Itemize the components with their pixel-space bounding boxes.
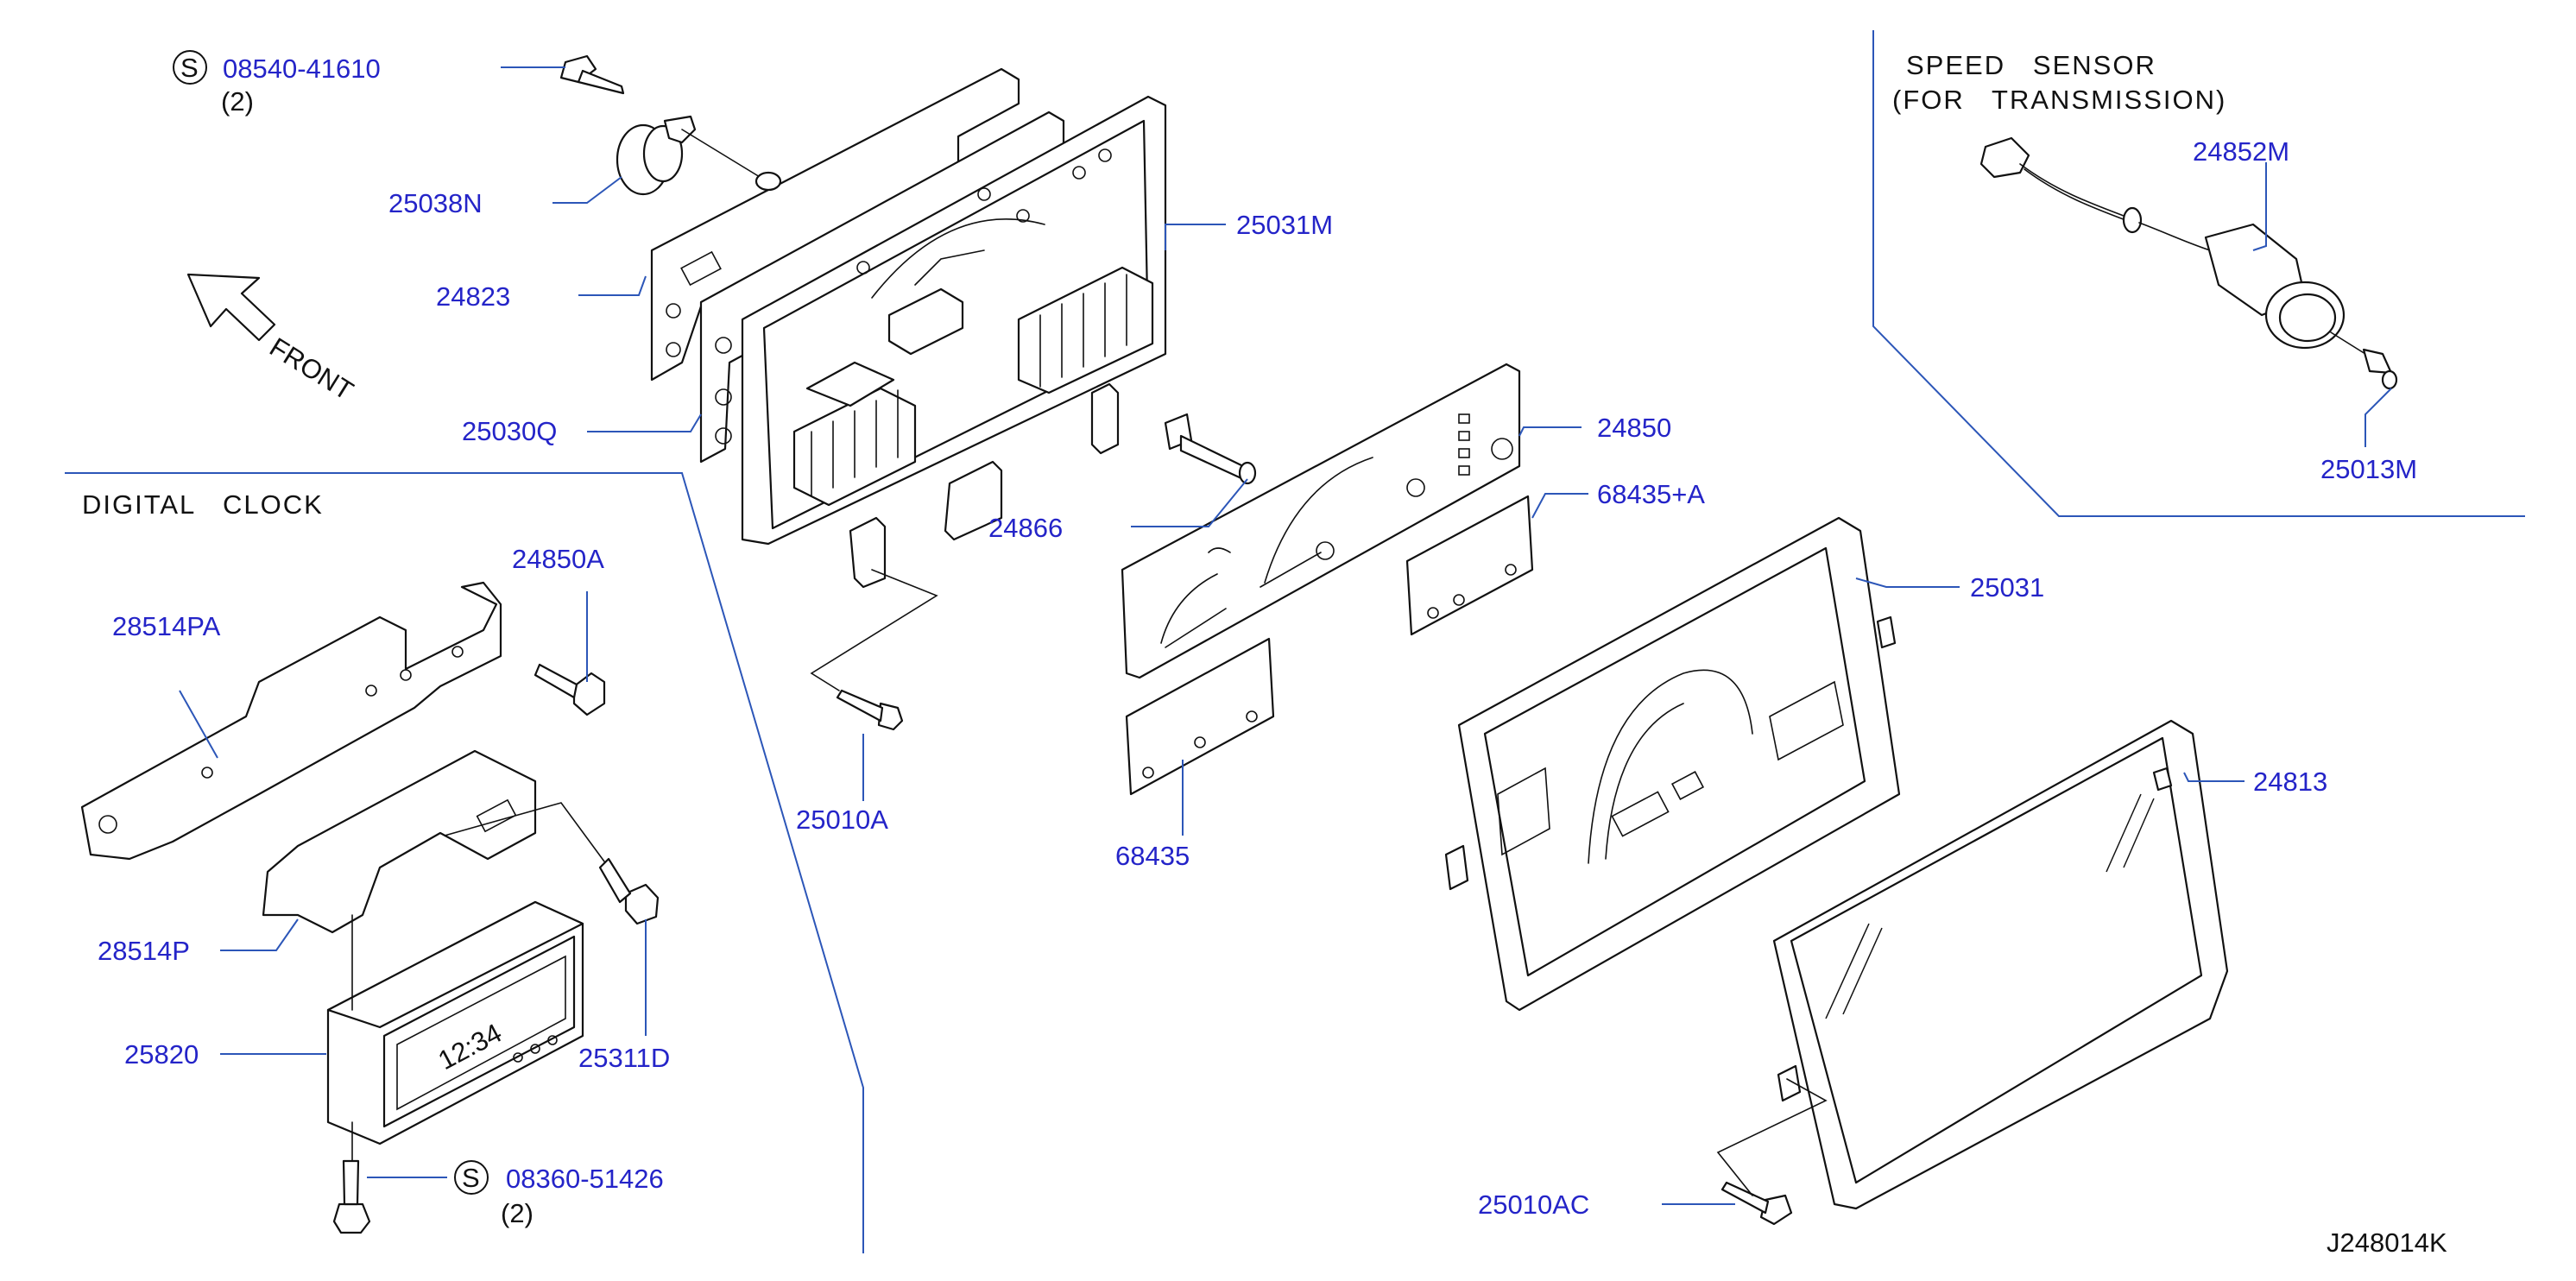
speed-sensor-subtitle: (FOR TRANSMISSION) bbox=[1892, 85, 2226, 115]
plate-68435 bbox=[1125, 637, 1275, 796]
connector-block-left bbox=[792, 361, 917, 507]
label-68435[interactable]: 68435 bbox=[1115, 841, 1190, 871]
bolt-25311D bbox=[444, 802, 660, 925]
meter-back-plate-24823 bbox=[650, 67, 1020, 382]
leader-lines bbox=[179, 66, 2392, 1205]
digital-clock-divider bbox=[65, 472, 864, 1253]
label-25820[interactable]: 25820 bbox=[124, 1039, 199, 1070]
part-labels: 08540-41610 (2) 25038N 24823 25030Q 2503… bbox=[98, 54, 2417, 1228]
screw-08360-51426 bbox=[332, 914, 371, 1234]
label-28514P[interactable]: 28514P bbox=[98, 936, 190, 966]
label-24823[interactable]: 24823 bbox=[436, 281, 510, 312]
label-25013M[interactable]: 25013M bbox=[2320, 454, 2417, 484]
diagram-id: J248014K bbox=[2327, 1227, 2447, 1258]
divider-lines bbox=[65, 30, 2525, 1253]
speed-sensor-24852M bbox=[1979, 136, 2398, 390]
label-28514PA[interactable]: 28514PA bbox=[112, 611, 221, 641]
board-brackets bbox=[849, 382, 1120, 589]
bulb-socket-25038N bbox=[616, 115, 782, 196]
s-marker-bottom: S bbox=[454, 1160, 489, 1195]
label-25031M[interactable]: 25031M bbox=[1236, 210, 1333, 240]
front-arrow-icon: FRONT bbox=[186, 273, 358, 407]
clock-unit-25820: 12:34 bbox=[326, 900, 584, 1145]
connector-block-right bbox=[887, 266, 1154, 394]
label-24850[interactable]: 24850 bbox=[1597, 413, 1671, 443]
label-25030Q[interactable]: 25030Q bbox=[462, 416, 557, 446]
label-25311D[interactable]: 25311D bbox=[578, 1043, 670, 1073]
label-68435A[interactable]: 68435+A bbox=[1597, 479, 1705, 509]
label-24813[interactable]: 24813 bbox=[2253, 767, 2327, 797]
label-24852M[interactable]: 24852M bbox=[2193, 136, 2289, 167]
label-25031[interactable]: 25031 bbox=[1970, 572, 2044, 603]
bolt-24850A bbox=[534, 663, 606, 716]
screw-25010AC bbox=[1716, 1078, 1828, 1226]
label-24866[interactable]: 24866 bbox=[988, 513, 1063, 543]
clock-bracket-28514PA bbox=[80, 581, 502, 861]
screw-25010A bbox=[810, 569, 938, 731]
svg-text:S: S bbox=[180, 53, 199, 83]
dial-face-24850 bbox=[1121, 363, 1521, 679]
label-25010A[interactable]: 25010A bbox=[796, 805, 888, 835]
label-08360-qty: (2) bbox=[501, 1198, 534, 1228]
meter-housing-25031 bbox=[1444, 516, 1901, 1012]
label-25038N[interactable]: 25038N bbox=[388, 188, 483, 218]
svg-text:S: S bbox=[462, 1163, 480, 1193]
label-08360-51426[interactable]: 08360-51426 bbox=[506, 1164, 664, 1194]
label-08540-qty: (2) bbox=[221, 86, 254, 117]
screw-08540-41610 bbox=[559, 54, 625, 95]
glass-lens-24813 bbox=[1772, 719, 2229, 1210]
digital-clock-title: DIGITAL CLOCK bbox=[82, 489, 324, 520]
s-marker-top: S bbox=[173, 50, 207, 85]
label-25010AC[interactable]: 25010AC bbox=[1478, 1190, 1589, 1220]
label-08540-41610[interactable]: 08540-41610 bbox=[223, 54, 381, 84]
front-label: FRONT bbox=[264, 331, 358, 406]
label-24850A[interactable]: 24850A bbox=[512, 544, 604, 574]
clock-bracket-28514P bbox=[262, 749, 537, 934]
plate-68435A bbox=[1405, 495, 1534, 636]
speed-sensor-title: SPEED SENSOR bbox=[1906, 50, 2156, 80]
speed-sensor-divider bbox=[1872, 30, 2525, 517]
bulb-24866 bbox=[1164, 413, 1257, 485]
